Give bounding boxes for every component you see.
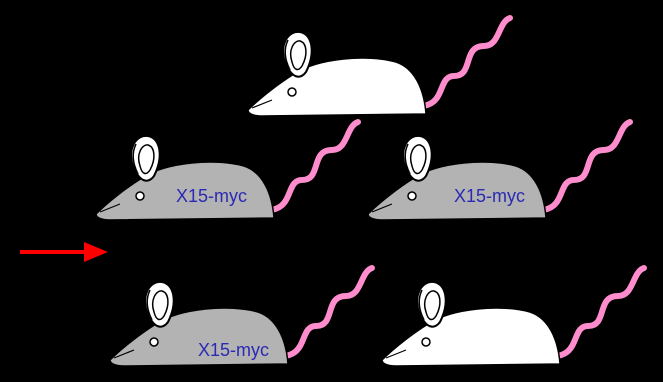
top-mouse xyxy=(248,18,510,116)
mouse-label: X15-myc xyxy=(454,186,525,206)
middle-left-mouse: X15-myc xyxy=(96,122,358,220)
middle-right-mouse: X15-myc xyxy=(368,122,630,220)
bottom-right-mouse xyxy=(382,268,644,366)
mouse-label: X15-myc xyxy=(198,340,269,360)
bottom-left-mouse: X15-myc xyxy=(110,268,372,366)
arrow-right-icon xyxy=(20,242,108,262)
mouse-label: X15-myc xyxy=(176,186,247,206)
